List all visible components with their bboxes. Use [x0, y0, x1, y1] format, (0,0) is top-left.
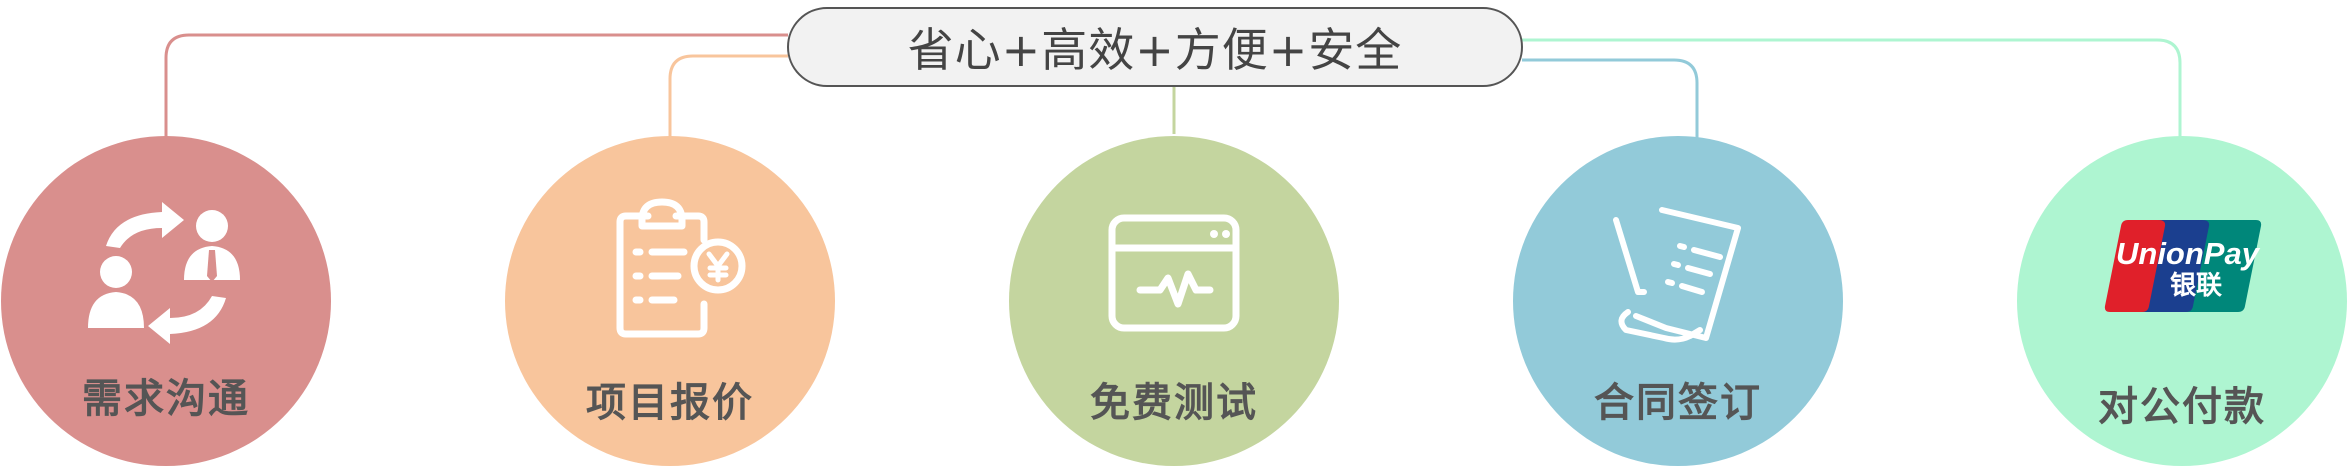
unionpay-wordmark-cn: 银联: [2170, 271, 2222, 301]
summary-title: 省心+高效+方便+安全: [907, 23, 1403, 77]
connector-step-1: [164, 33, 788, 138]
step-label-requirements: 需求沟通: [82, 376, 250, 422]
step-label-free-test: 免费测试: [1090, 380, 1258, 426]
step-circle-requirements: [1, 136, 331, 466]
connector-step-2: [668, 54, 788, 138]
step-circle-contract: [1513, 136, 1843, 466]
clipboard-yuan-icon: [616, 198, 746, 338]
step-label-contract: 合同签订: [1594, 380, 1762, 426]
connector-step-5: [1522, 38, 2182, 138]
unionpay-icon: UnionPay 银联: [2104, 220, 2262, 312]
connector-step-4: [1522, 58, 1699, 138]
people-exchange-icon: [88, 202, 240, 344]
step-label-quotation: 项目报价: [586, 380, 754, 426]
contract-pen-icon: [1613, 207, 1741, 343]
step-label-payment: 对公付款: [2098, 384, 2266, 430]
browser-pulse-icon: [1108, 214, 1240, 332]
unionpay-wordmark-en: UnionPay: [2116, 236, 2261, 271]
summary-pill: 省心+高效+方便+安全: [787, 7, 1523, 87]
